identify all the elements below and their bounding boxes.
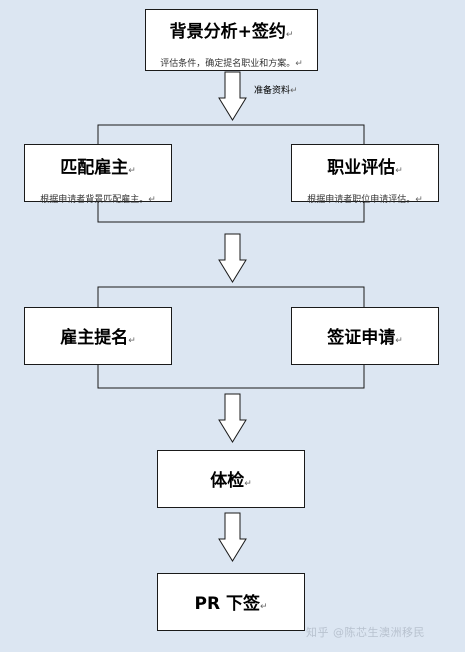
paragraph-mark-icon: ↵ — [128, 166, 136, 176]
node-occupation-assessment: 职业评估↵ 根据申请者职位申请评估。↵ — [291, 144, 439, 205]
node-pr-grant: PR 下签↵ — [157, 573, 305, 631]
paragraph-mark-icon: ↵ — [295, 59, 303, 69]
node-occupation-assessment-title: 职业评估 — [327, 158, 396, 178]
paragraph-mark-icon: ↵ — [128, 336, 136, 346]
node-occupation-assessment-subtitle: 根据申请者职位申请评估。 — [307, 195, 416, 205]
annotation-prepare-docs-text: 准备资料 — [254, 86, 291, 96]
node-medical-exam: 体检↵ — [157, 450, 305, 508]
paragraph-mark-icon: ↵ — [290, 86, 298, 96]
arrow-merge2-to-medical — [218, 393, 247, 443]
node-employer-match-subtitle: 根据申请者背景匹配雇主。 — [40, 195, 149, 205]
node-employer-nomination: 雇主提名↵ — [24, 307, 172, 365]
watermark: 知乎 @陈芯生澳洲移民 — [306, 626, 425, 639]
arrow-merge1-to-split2 — [218, 233, 247, 283]
paragraph-mark-icon: ↵ — [395, 336, 403, 346]
split-bracket-1 — [97, 124, 365, 144]
merge-bracket-2 — [97, 365, 365, 389]
node-employer-nomination-title: 雇主提名 — [60, 328, 129, 348]
node-employer-match-title: 匹配雇主 — [60, 158, 129, 178]
paragraph-mark-icon: ↵ — [259, 602, 268, 612]
merge-bracket-1 — [97, 202, 365, 223]
node-medical-exam-title: 体检 — [210, 471, 245, 491]
node-background-analysis-title: 背景分析+签约 — [169, 22, 286, 42]
node-background-analysis-subtitle: 评估条件，确定提名职业和方案。 — [160, 59, 296, 69]
node-visa-application-title: 签证申请 — [327, 328, 396, 348]
arrow-medical-to-pr — [218, 512, 247, 562]
paragraph-mark-icon: ↵ — [148, 195, 156, 205]
paragraph-mark-icon: ↵ — [415, 195, 423, 205]
arrow-background-to-split — [218, 71, 247, 121]
node-visa-application: 签证申请↵ — [291, 307, 439, 365]
paragraph-mark-icon: ↵ — [285, 30, 294, 40]
node-employer-match: 匹配雇主↵ 根据申请者背景匹配雇主。↵ — [24, 144, 172, 205]
paragraph-mark-icon: ↵ — [395, 166, 403, 176]
node-pr-grant-title: PR 下签 — [194, 594, 260, 614]
paragraph-mark-icon: ↵ — [244, 479, 252, 489]
annotation-prepare-docs: 准备资料↵ — [254, 83, 298, 96]
split-bracket-2 — [97, 286, 365, 307]
node-background-analysis: 背景分析+签约↵ 评估条件，确定提名职业和方案。↵ — [145, 9, 318, 71]
